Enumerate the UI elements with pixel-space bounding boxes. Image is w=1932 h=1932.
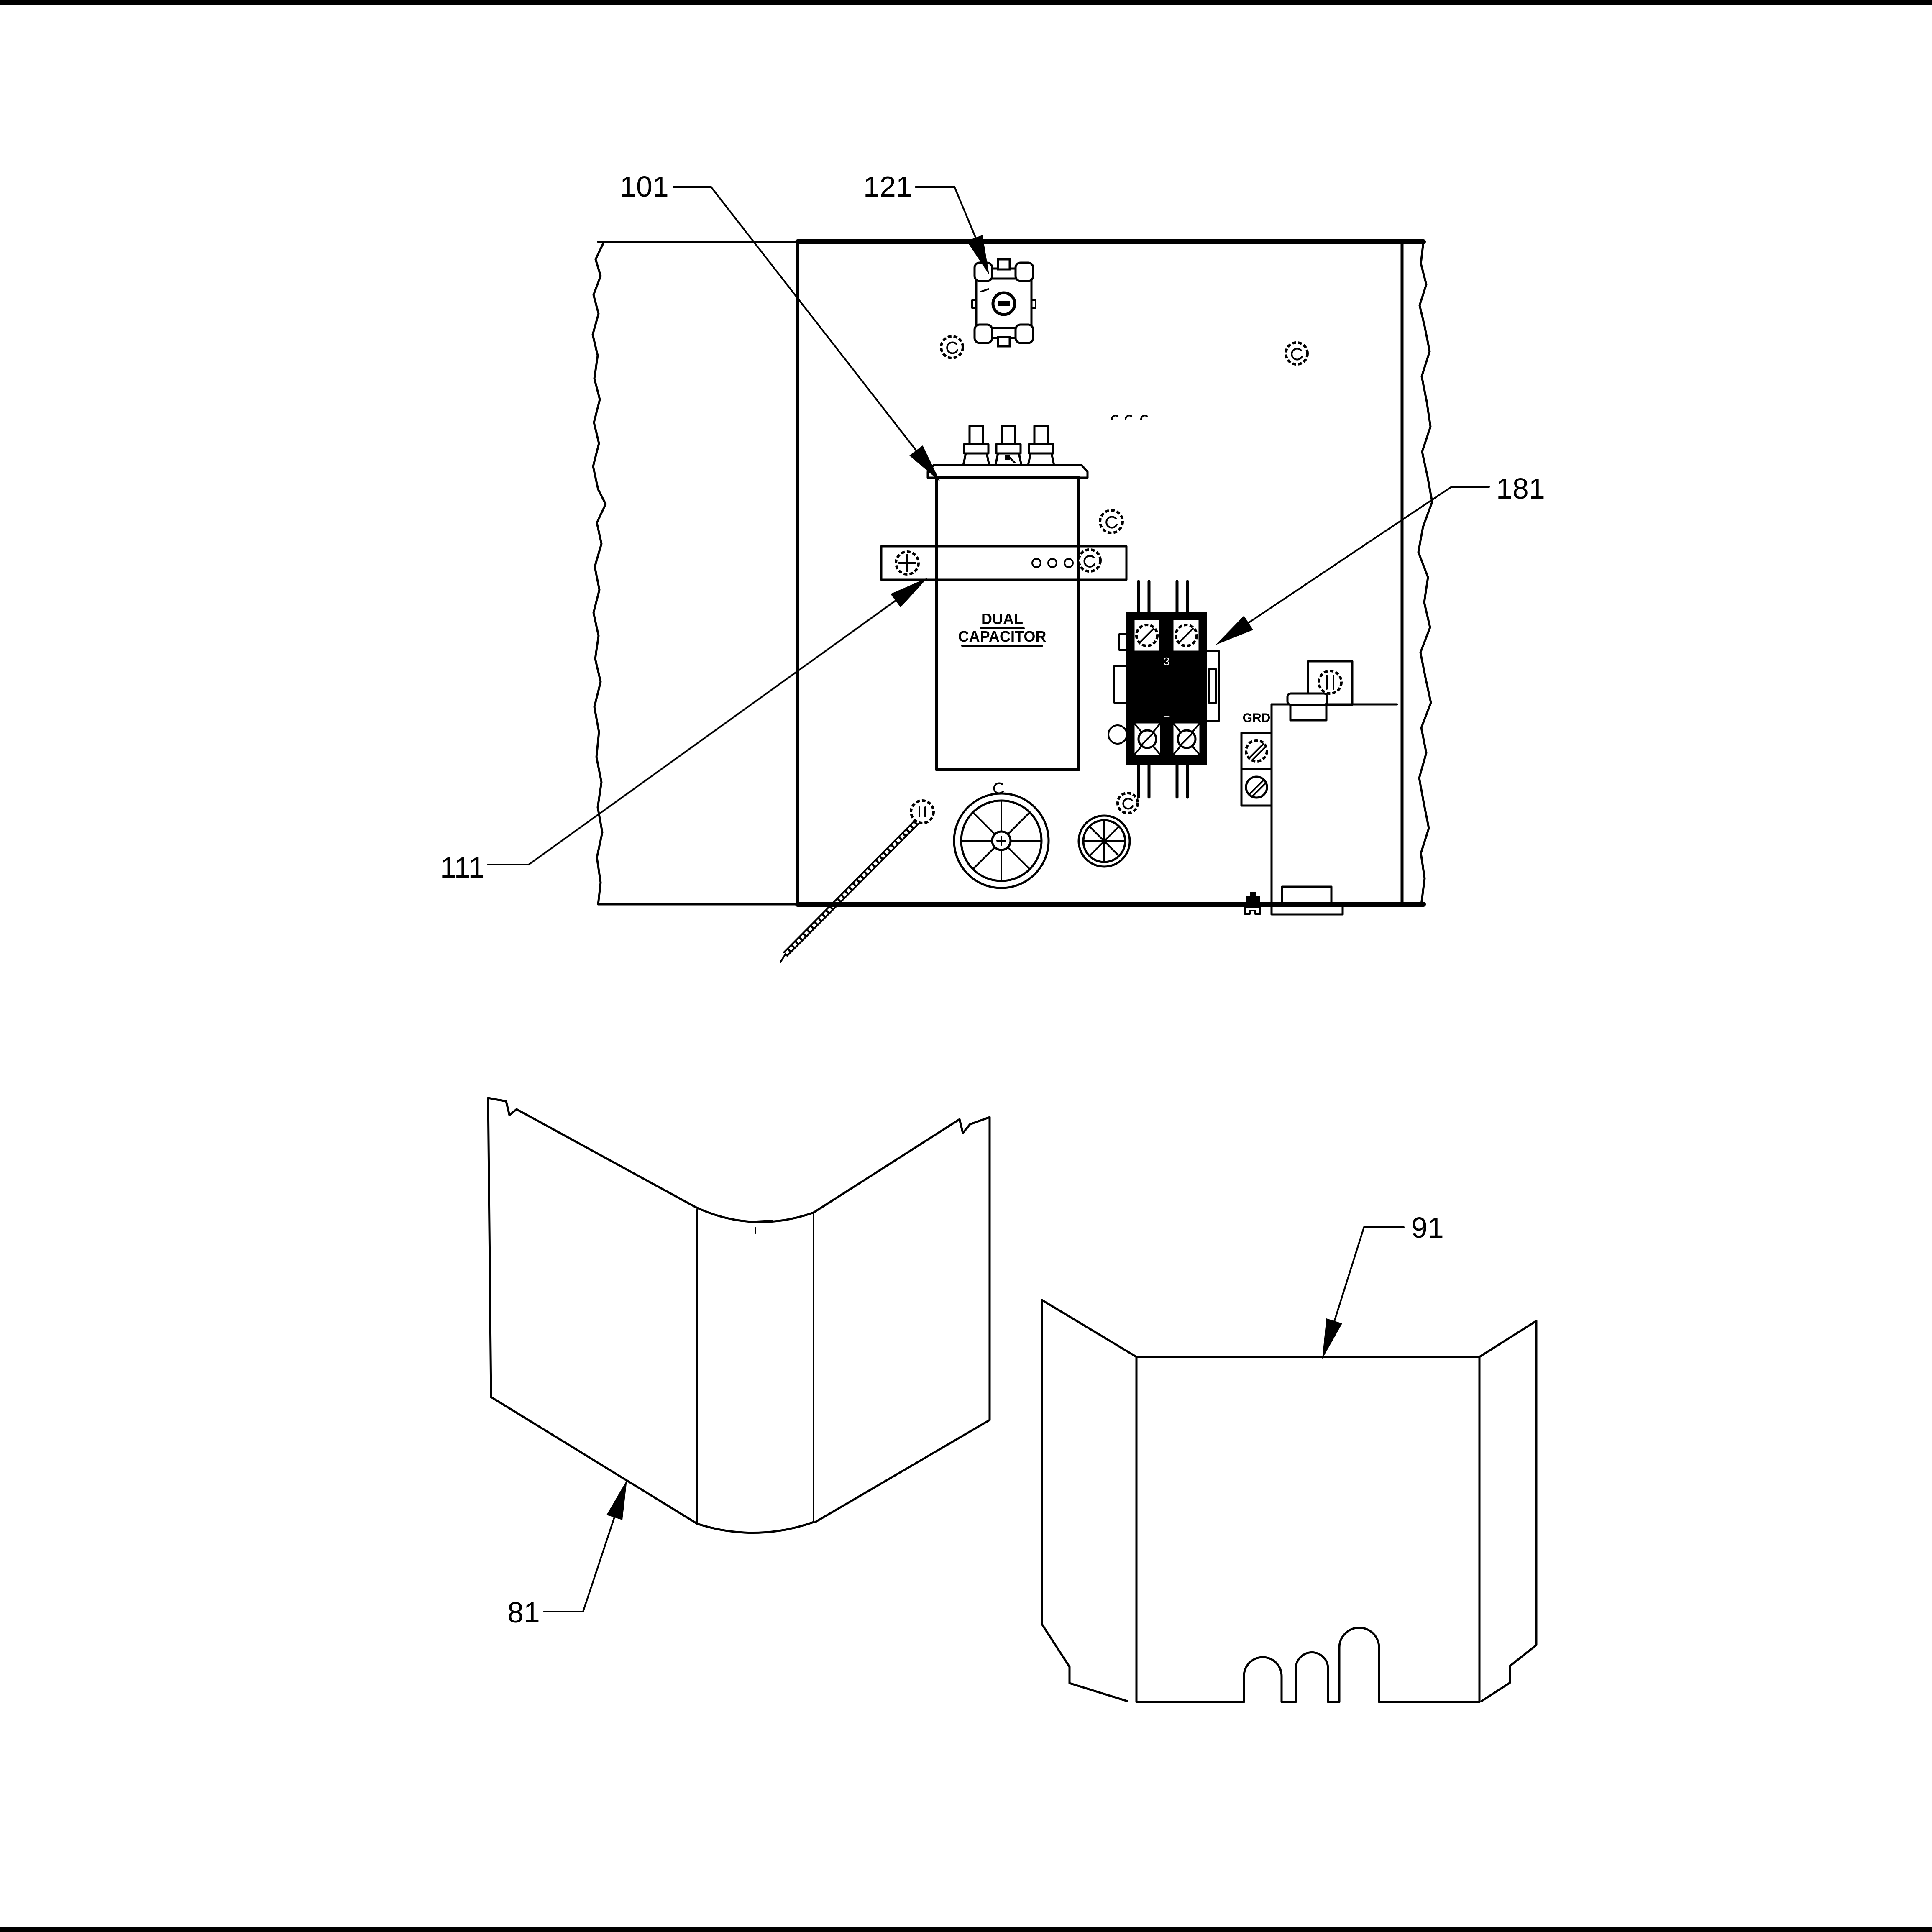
callout-101: 101 (620, 170, 940, 482)
bottom-connector-base (1244, 906, 1261, 915)
callout-181: 181 (1215, 472, 1545, 645)
part-label-121: 121 (863, 170, 912, 203)
part-label-111: 111 (440, 851, 484, 884)
transformer-bottom-tab (997, 336, 1011, 348)
transformer-lug (1014, 323, 1034, 344)
capacitor-text-line1: DUAL (981, 610, 1023, 627)
contactor-terminal (1171, 618, 1201, 653)
cover81-top-right-edge (812, 1116, 991, 1214)
ground-terminal: GRD (1240, 711, 1273, 807)
cover81-top-corner-curve (694, 1206, 815, 1223)
part-label-91: 91 (1411, 1211, 1444, 1244)
screw-icon (1318, 670, 1343, 695)
long-screw (780, 799, 935, 963)
cover81-bottom-right-edge (814, 1419, 991, 1523)
callout-111: 111 (440, 578, 928, 884)
grd-label: GRD (1243, 711, 1271, 725)
strap-hole (1064, 558, 1074, 568)
control-cover-91 (1041, 1299, 1538, 1703)
transformer-121 (971, 258, 1036, 348)
screw-icon (940, 335, 964, 359)
sub-panel-bracket-box (1307, 660, 1354, 706)
contactor-mark-mid: + (1164, 710, 1170, 723)
leader-81 (582, 1505, 619, 1612)
leader-101 (710, 186, 934, 473)
screw-icon (1245, 739, 1268, 763)
cover81-bottom-left-edge (490, 1396, 699, 1525)
torn-edge-left (591, 241, 607, 906)
bottom-connector (1246, 892, 1260, 904)
screw-icon (1116, 792, 1139, 814)
screw-icon (1077, 548, 1102, 573)
screw-icon (1285, 341, 1309, 366)
part-label-181: 181 (1496, 472, 1545, 505)
capacitor-flange (926, 464, 1089, 479)
capacitor-101: DUAL CAPACITOR (926, 425, 1089, 794)
screw-icon (895, 550, 920, 576)
transformer-top-tab (997, 258, 1011, 271)
main-panel-outline (795, 239, 1433, 907)
sub-panel-tab-upper (1286, 692, 1328, 706)
transformer-lug (1014, 261, 1034, 282)
corner-cover-81 (487, 1097, 991, 1534)
contactor-terminal (1132, 721, 1162, 757)
callout-91: 91 (1322, 1211, 1444, 1359)
scan-bar-bottom (0, 1927, 1932, 1932)
leader-111 (528, 588, 913, 865)
transformer-lug (973, 323, 993, 344)
transformer-side-nub (971, 299, 977, 309)
long-screw-head (910, 799, 935, 824)
contactor-mark-top: 3 (1164, 655, 1169, 668)
scan-bar-top (0, 0, 1932, 5)
capacitor-terminals (962, 425, 1055, 466)
contactor-terminal (1171, 721, 1202, 757)
strap-hole (1047, 558, 1057, 568)
contactor-side-tab (1113, 665, 1128, 704)
arrowhead-111 (891, 578, 928, 607)
arrowhead-121 (967, 235, 989, 275)
part-label-81: 81 (507, 1596, 540, 1629)
screw-icon (1245, 775, 1268, 799)
sub-panel-foot-strip (1270, 903, 1344, 916)
transformer-dial-slot (998, 301, 1010, 306)
transformer-adjust-dial (991, 291, 1016, 316)
strap-bar (880, 545, 1128, 581)
cover91-left-wing (1041, 1299, 1138, 1702)
cover81-top-left-edge (487, 1097, 697, 1208)
arrowhead-101 (909, 445, 940, 482)
cover91-right-wing (1478, 1320, 1538, 1702)
strap-hole (1031, 558, 1041, 568)
torn-left-section (591, 241, 799, 906)
control-sub-panel (1244, 660, 1398, 916)
grommet-large (953, 792, 1050, 889)
arrowhead-91 (1322, 1318, 1342, 1359)
torn-edge-right (1417, 241, 1433, 906)
capacitor-text-line2: CAPACITOR (958, 628, 1047, 645)
callout-81: 81 (507, 1480, 627, 1629)
spot-weld-marks (1111, 415, 1148, 420)
contactor-side-tab (1118, 633, 1128, 651)
panel-screws (940, 335, 1309, 814)
capacitor-bottom-clip (993, 782, 1004, 794)
contactor-terminal (1132, 618, 1162, 653)
contactor-181: 3 + (1108, 580, 1220, 799)
arrowhead-181 (1215, 616, 1253, 645)
screw-icon (1099, 509, 1124, 534)
sub-panel-foot-tab (1281, 885, 1333, 906)
mounting-strap-111 (880, 545, 1128, 581)
arrowhead-81 (606, 1480, 627, 1520)
leader-91 (1331, 1226, 1365, 1329)
sub-panel-tab-lower (1289, 704, 1328, 722)
callout-121: 121 (863, 170, 989, 275)
transformer-side-nub (1031, 299, 1036, 309)
cover81-left-edge (487, 1097, 492, 1398)
leader-181 (1229, 486, 1452, 636)
part-label-101: 101 (620, 170, 669, 203)
long-screw-threads (783, 820, 919, 956)
cover91-main-face (1135, 1356, 1481, 1703)
back-panel: DUAL CAPACITOR (591, 239, 1433, 963)
grommet-small (1077, 814, 1131, 868)
cover81-bottom-corner-curve (696, 1521, 815, 1534)
